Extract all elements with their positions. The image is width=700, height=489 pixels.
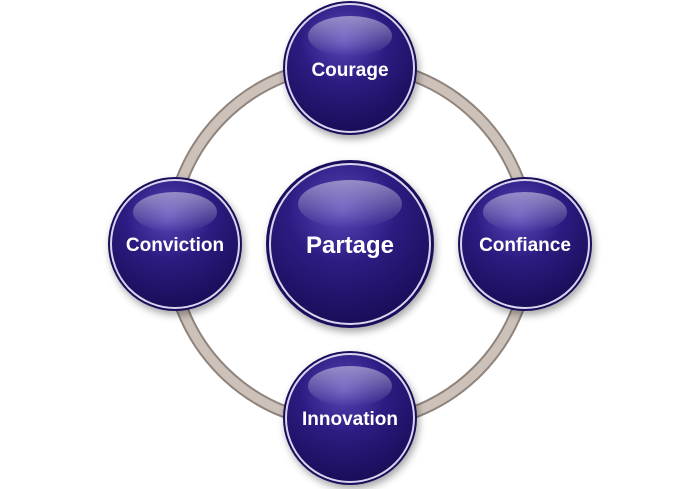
node-partage-center: Partage xyxy=(266,160,434,328)
node-label-innovation: Innovation xyxy=(302,409,398,430)
node-courage: Courage xyxy=(283,1,417,135)
node-label-confiance: Confiance xyxy=(479,235,571,256)
node-confiance: Confiance xyxy=(458,177,592,311)
node-label-conviction: Conviction xyxy=(126,235,224,256)
node-label-partage: Partage xyxy=(306,232,394,259)
node-label-courage: Courage xyxy=(311,60,388,81)
node-conviction: Conviction xyxy=(108,177,242,311)
node-innovation: Innovation xyxy=(283,351,417,485)
